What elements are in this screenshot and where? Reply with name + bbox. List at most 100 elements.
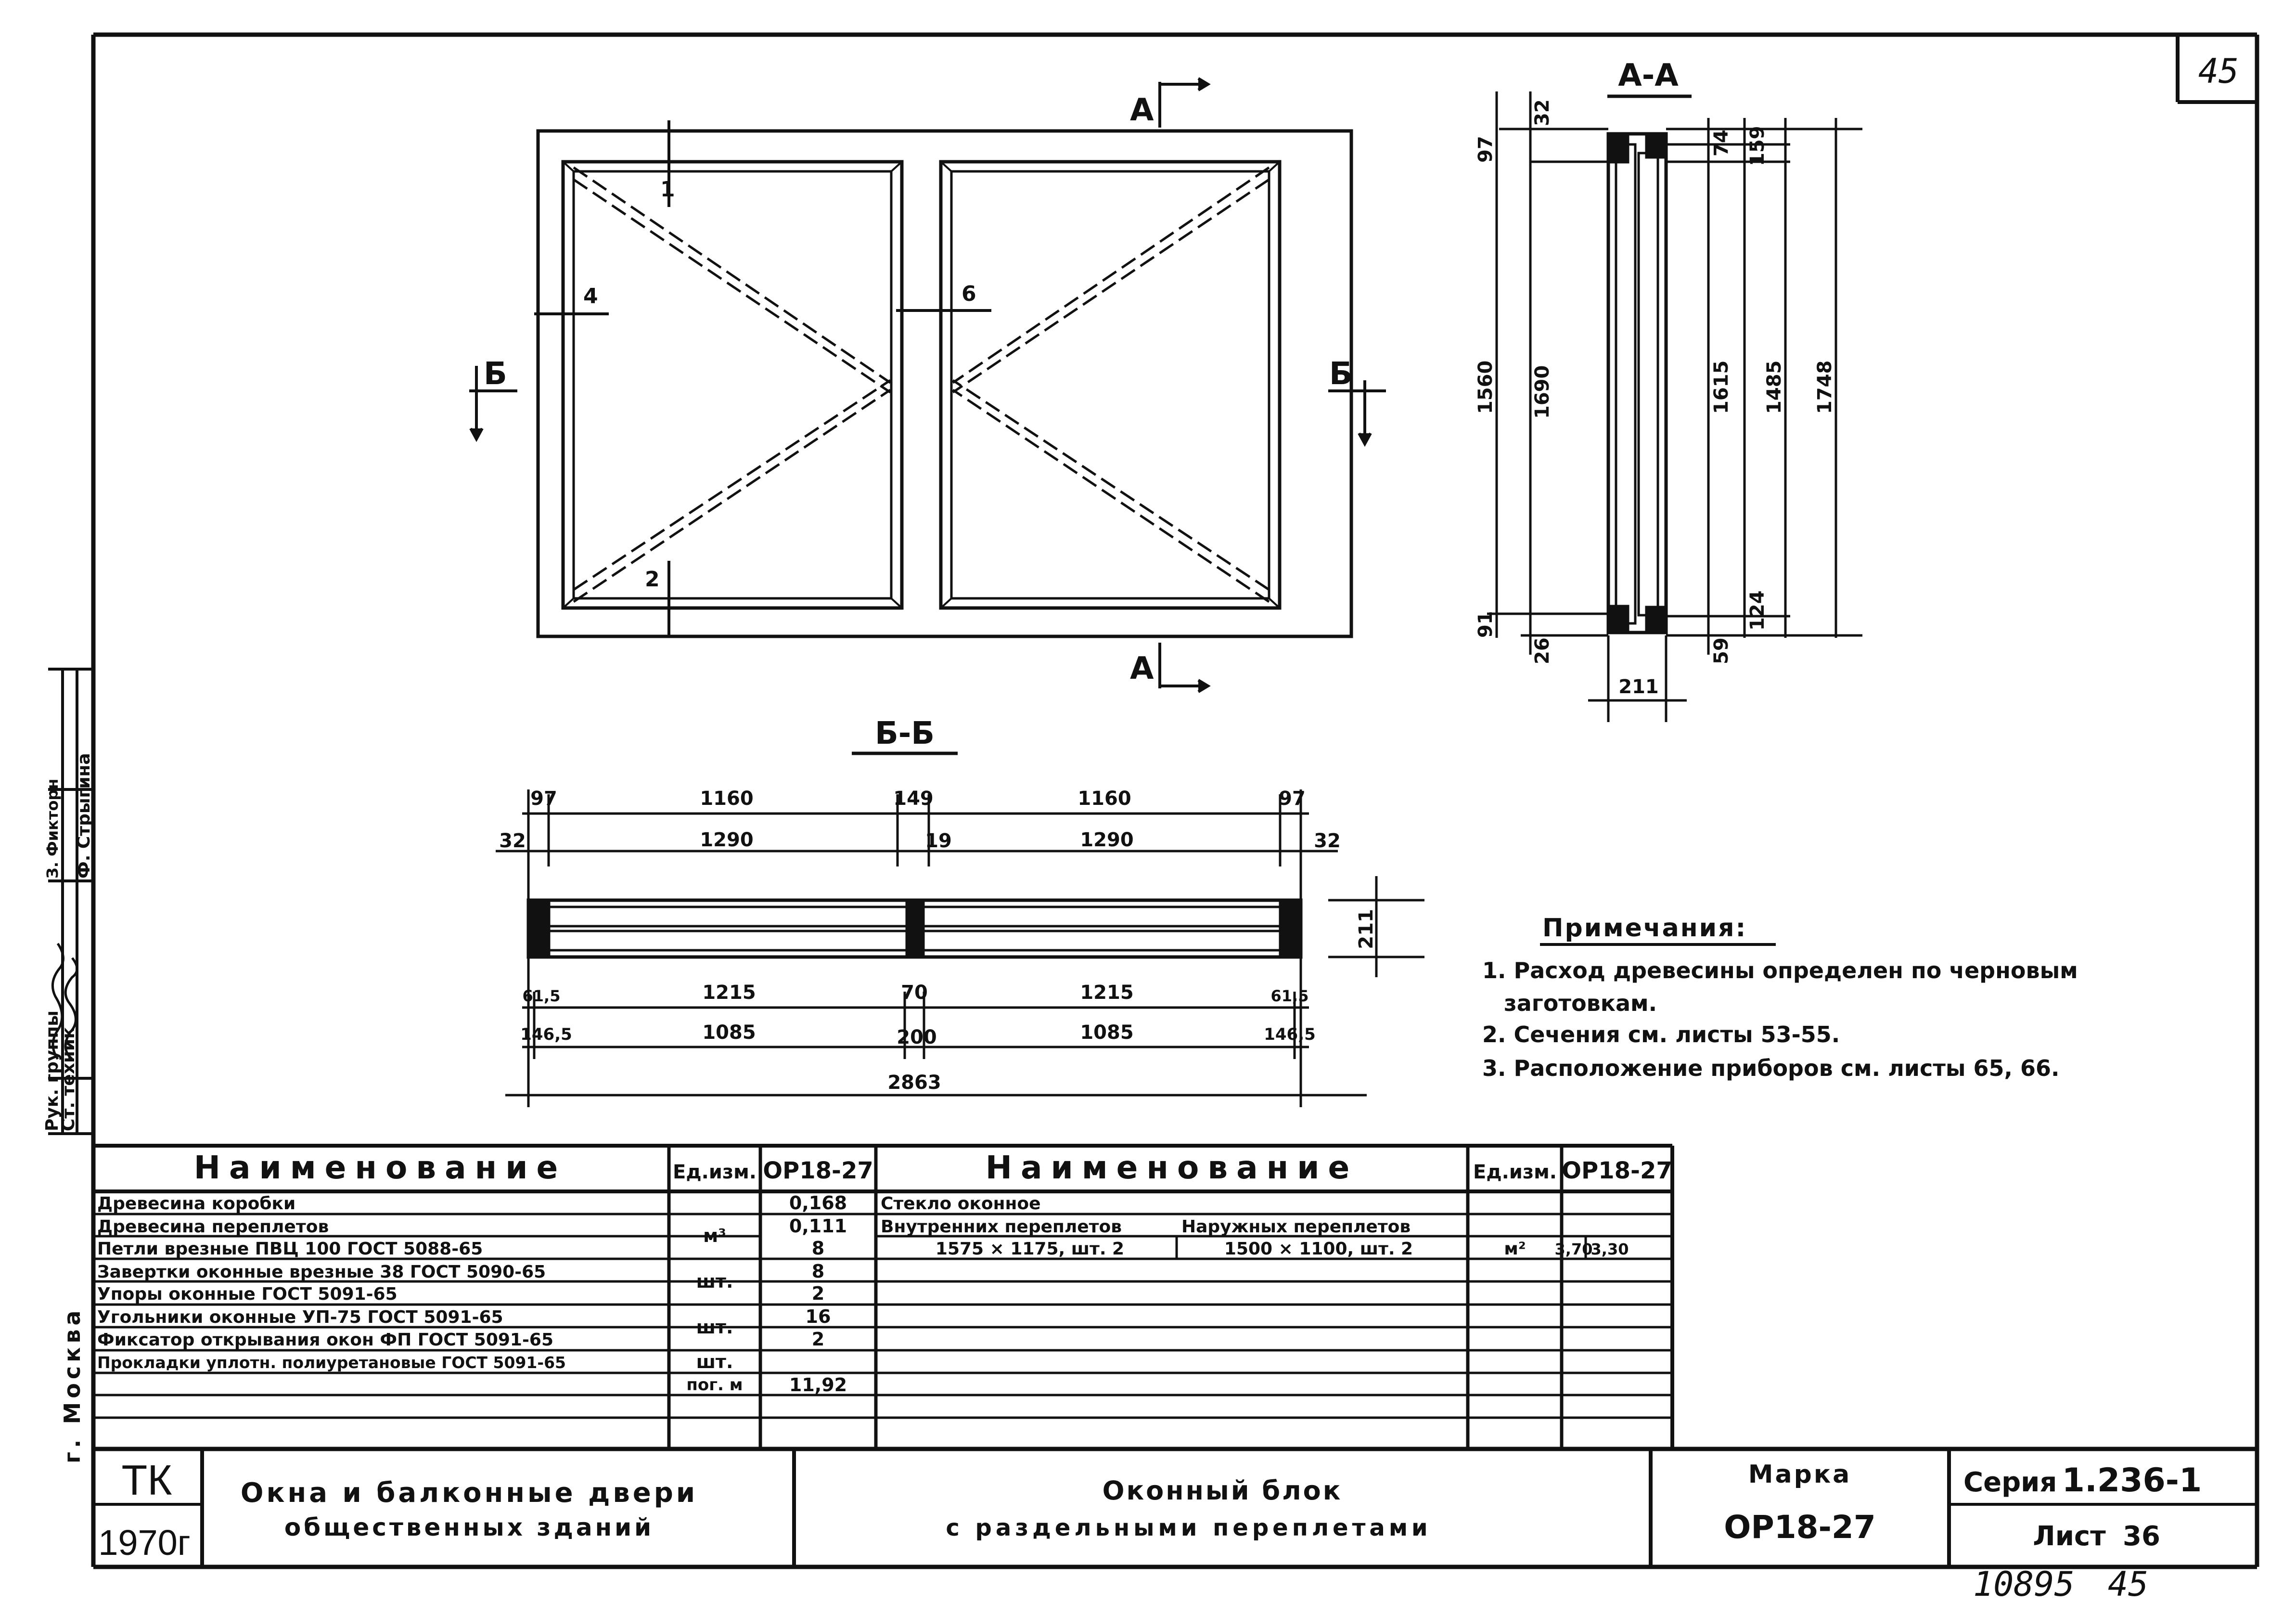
callout-6: 6 bbox=[962, 282, 976, 306]
title-year: 1970г bbox=[98, 1523, 191, 1563]
spec-left-units: м³ шт. шт. шт. пог. м bbox=[686, 1225, 743, 1395]
spec-row-1-name: Древесина коробки bbox=[97, 1194, 295, 1214]
dim-bb-b1-61-right: 61,5 bbox=[1271, 987, 1309, 1005]
opening-swing-lines bbox=[573, 166, 1270, 603]
spec-unit-gasket: пог. м bbox=[686, 1375, 743, 1395]
archive-number: 10895 bbox=[1973, 1564, 2075, 1603]
spec-row-6-value: 16 bbox=[806, 1306, 831, 1327]
dim-aa-97: 97 bbox=[1475, 136, 1497, 163]
glass-inner-value: 1575 × 1175, шт. 2 bbox=[936, 1239, 1124, 1259]
spec-left-head-mark: ОР18-27 bbox=[763, 1157, 873, 1184]
section-bb-profile bbox=[526, 898, 1303, 959]
section-aa-profile bbox=[1606, 132, 1668, 634]
spec-row-4-name: Завертки оконные врезные 38 ГОСТ 5090-65 bbox=[97, 1262, 546, 1282]
section-aa-dimension-lines bbox=[1487, 91, 1862, 722]
glass-title: Стекло оконное bbox=[881, 1194, 1041, 1214]
spec-unit-wood: м³ bbox=[703, 1225, 726, 1246]
dim-aa-32: 32 bbox=[1531, 99, 1553, 126]
spec-row-8-name: Прокладки уплотн. полиуретановые ГОСТ 50… bbox=[97, 1353, 566, 1372]
dim-aa-1485: 1485 bbox=[1763, 361, 1785, 414]
dim-bb-top-97-left: 97 bbox=[530, 788, 557, 810]
left-sash-outer bbox=[561, 160, 904, 610]
spec-row-2-name: Древесина переплетов bbox=[97, 1217, 329, 1237]
dim-bb-b2-146-left: 146,5 bbox=[520, 1025, 572, 1044]
spec-row-6-name: Угольники оконные УП-75 ГОСТ 5091-65 bbox=[97, 1307, 503, 1327]
spec-unit-latch: шт. bbox=[696, 1351, 733, 1372]
archive-page: 45 bbox=[2108, 1564, 2148, 1603]
spec-left-values: 0,168 0,111 8 8 2 16 2 11,92 bbox=[789, 1192, 847, 1396]
front-view bbox=[536, 129, 1353, 638]
callout-1: 1 bbox=[660, 177, 675, 202]
glass-unit: м² bbox=[1504, 1239, 1526, 1259]
spec-right-glass: Стекло оконное Внутренних переплетов Нар… bbox=[881, 1194, 1629, 1259]
spec-left-head-name: Наименование bbox=[194, 1149, 567, 1186]
spec-table-grid bbox=[93, 1144, 1674, 1449]
dim-bb-b1-1215-left: 1215 bbox=[702, 982, 756, 1004]
dim-bb-row2-32-right: 32 bbox=[1314, 830, 1341, 852]
dim-aa-1560: 1560 bbox=[1475, 361, 1497, 414]
dim-aa-91: 91 bbox=[1475, 611, 1497, 638]
spec-row-3-value: 8 bbox=[812, 1238, 824, 1259]
section-mark-bb-left-letter: Б bbox=[484, 356, 507, 392]
spec-right-head-name: Наименование bbox=[986, 1149, 1359, 1186]
glass-value-1: 3,70 bbox=[1555, 1240, 1593, 1258]
section-bb-title: Б-Б bbox=[875, 716, 935, 751]
spec-left-rows: Древесина коробки Древесина переплетов П… bbox=[97, 1194, 566, 1372]
glass-outer-head: Наружных переплетов bbox=[1181, 1217, 1411, 1237]
spec-row-3-name: Петли врезные ПВЦ 100 ГОСТ 5088-65 bbox=[97, 1239, 483, 1259]
title-org: ТК bbox=[121, 1456, 172, 1504]
right-sash-outer bbox=[939, 160, 1282, 610]
dim-bb-b2-146-right: 146,5 bbox=[1264, 1025, 1316, 1044]
section-bb-dims: 97 1160 149 1160 97 32 1290 19 1290 32 2… bbox=[499, 788, 1377, 1094]
sheet-frame bbox=[91, 32, 2259, 1569]
callout-2: 2 bbox=[645, 567, 660, 592]
dim-bb-b1-61-left: 61,5 bbox=[523, 987, 561, 1005]
corner-number-box bbox=[2176, 35, 2257, 104]
left-sash-inner bbox=[572, 170, 893, 600]
dim-aa-124: 124 bbox=[1746, 591, 1769, 631]
section-mark-bb-left bbox=[469, 366, 517, 442]
dim-bb-b2-1085-left: 1085 bbox=[702, 1021, 756, 1044]
spec-row-4-value: 8 bbox=[812, 1261, 824, 1282]
glass-value-2: 3,30 bbox=[1591, 1240, 1629, 1258]
dim-aa-1615: 1615 bbox=[1710, 361, 1732, 414]
dim-aa-159: 159 bbox=[1746, 126, 1769, 167]
section-mark-bb-right-letter: Б bbox=[1329, 356, 1353, 392]
dim-bb-row2-32-left: 32 bbox=[499, 830, 526, 852]
side-stamp bbox=[48, 668, 93, 1135]
section-mark-aa-top bbox=[1158, 77, 1211, 128]
dim-aa-74: 74 bbox=[1710, 129, 1732, 156]
section-mark-aa-top-letter: А bbox=[1130, 92, 1154, 128]
note-1: 1. Расход древесины определен по черновы… bbox=[1482, 957, 2078, 983]
note-3: 3. Расположение приборов см. листы 65, 6… bbox=[1482, 1055, 2060, 1081]
section-mark-bb-right bbox=[1328, 380, 1386, 447]
notes-title: Примечания: bbox=[1542, 914, 1747, 943]
dim-bb-b1-70: 70 bbox=[901, 982, 928, 1004]
dim-bb-top-149: 149 bbox=[893, 788, 934, 810]
spec-row-8-value: 11,92 bbox=[789, 1374, 847, 1396]
spec-right-head-mark: ОР18-27 bbox=[1562, 1157, 1672, 1184]
spec-row-5-name: Упоры оконные ГОСТ 5091-65 bbox=[97, 1284, 398, 1304]
callout-leaders bbox=[534, 120, 991, 638]
dim-aa-1690: 1690 bbox=[1531, 365, 1553, 419]
section-mark-aa-bottom bbox=[1158, 643, 1211, 693]
spec-left-header: Наименование Ед.изм. ОР18-27 bbox=[194, 1149, 873, 1186]
side-stamp-role-2: Ст. техник bbox=[59, 1027, 78, 1131]
dim-aa-59: 59 bbox=[1710, 637, 1732, 664]
note-2: 2. Сечения см. листы 53-55. bbox=[1482, 1021, 1840, 1047]
title-series-value: 1.236-1 bbox=[2062, 1461, 2202, 1500]
section-bb-dimension-lines bbox=[496, 789, 1424, 1107]
spec-unit-hinges: шт. bbox=[696, 1271, 733, 1292]
side-stamp-name-1: З. Фикторн bbox=[43, 779, 62, 879]
spec-row-2-value: 0,111 bbox=[789, 1215, 847, 1237]
window-frame-outer bbox=[536, 129, 1353, 638]
section-aa-dims: 97 32 1560 1690 91 26 74 159 1615 1485 1… bbox=[1475, 99, 1836, 698]
side-stamp-name-2: Ф. Стрыгина bbox=[74, 753, 94, 879]
spec-row-7-value: 2 bbox=[812, 1329, 824, 1350]
sheet-corner-number: 45 bbox=[2198, 52, 2239, 91]
dim-aa-211: 211 bbox=[1618, 676, 1659, 698]
dim-bb-b2-200: 200 bbox=[897, 1026, 937, 1048]
title-drawing-line2: с раздельными переплетами bbox=[946, 1514, 1431, 1541]
right-sash-inner bbox=[950, 170, 1270, 600]
dim-bb-top-97-right: 97 bbox=[1279, 788, 1306, 810]
